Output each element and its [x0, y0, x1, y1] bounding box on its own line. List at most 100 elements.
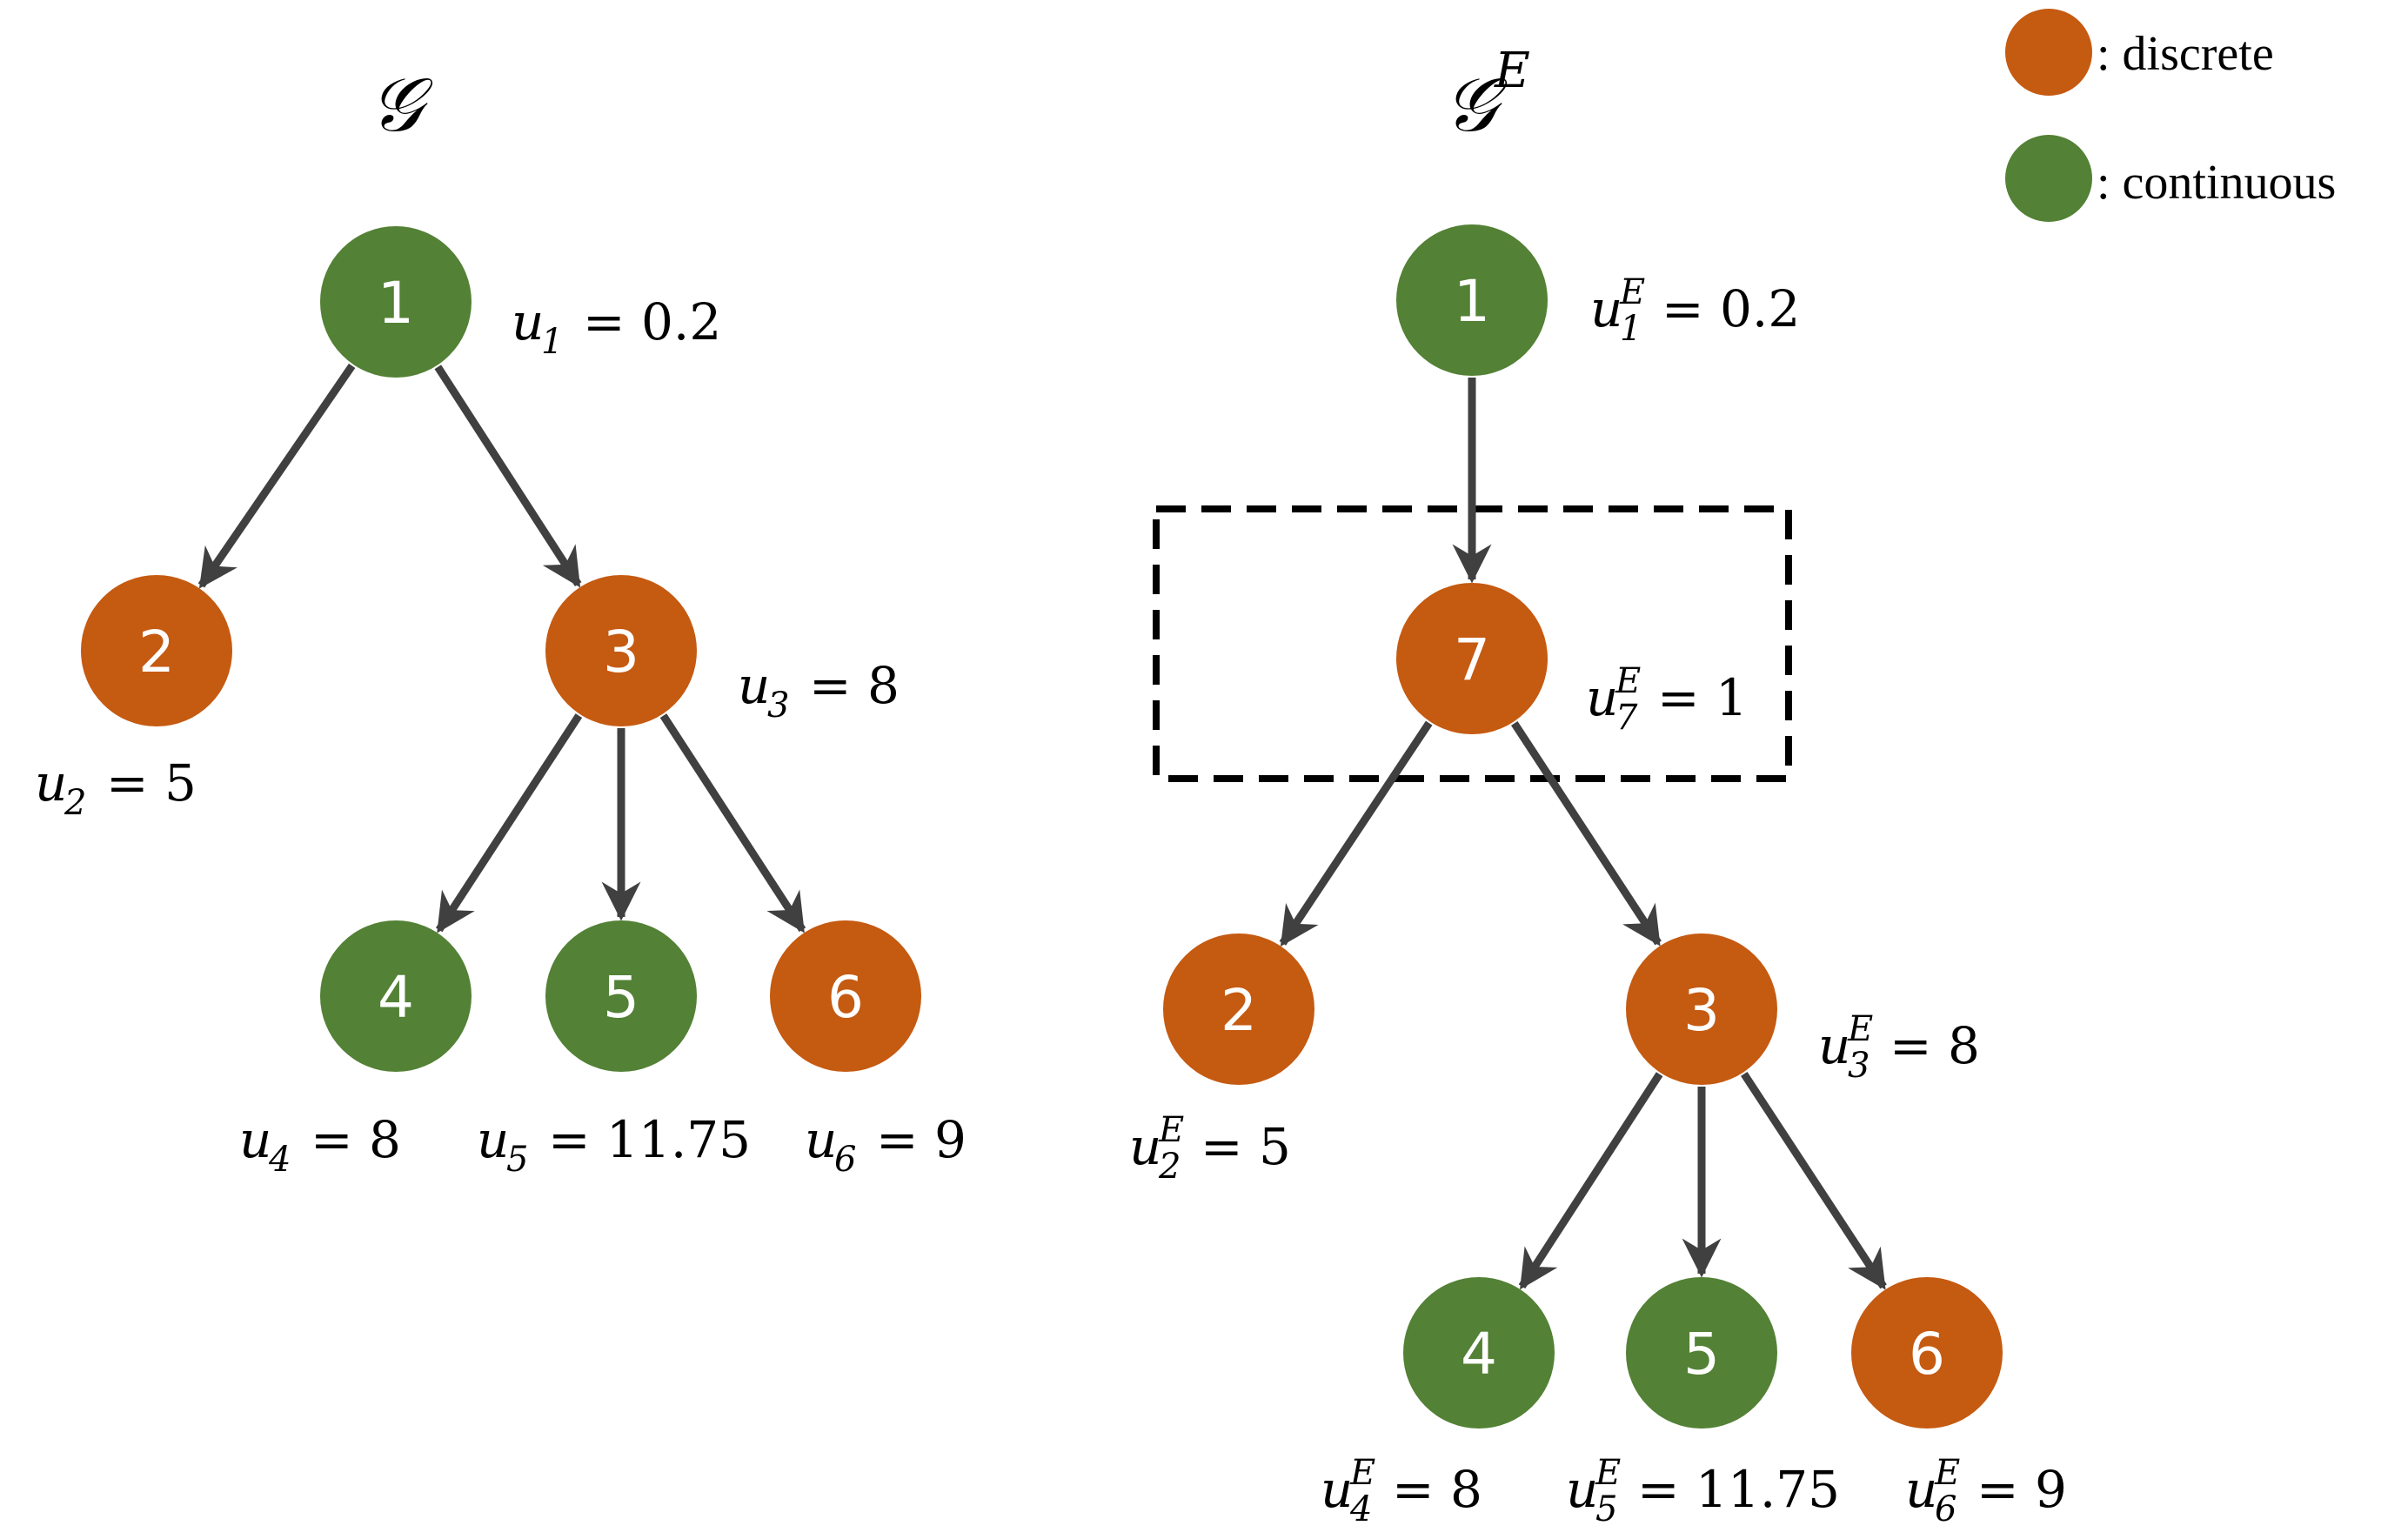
legend-discrete-label: : discrete — [2097, 27, 2274, 81]
legend-continuous-swatch — [2005, 135, 2092, 222]
right-node-1-circle — [1396, 224, 1548, 376]
left-node-3-value-label: u3 = 8 — [738, 656, 900, 726]
variable-subscript: 2 — [64, 783, 86, 823]
right-node-6: 6 — [1851, 1277, 2003, 1429]
right-edge-7-to-2 — [1279, 720, 1433, 947]
right-node-4-circle — [1403, 1277, 1555, 1429]
left-node-4: 4 — [320, 920, 472, 1072]
right-node-2-value-label: u2E= 5 — [1129, 1110, 1291, 1187]
left-node-6-circle — [770, 920, 921, 1072]
left-edge-1-to-3 — [434, 365, 582, 588]
variable-value: = 9 — [1977, 1460, 2067, 1519]
right-node-5: 5 — [1626, 1277, 1777, 1429]
variable-superscript: E — [1847, 1009, 1873, 1049]
right-node-7-value-label: u7E= 1 — [1586, 661, 1748, 738]
right-node-1-id: 1 — [1454, 268, 1490, 335]
variable-symbol: u — [738, 656, 770, 715]
right-node-4: 4 — [1403, 1277, 1555, 1429]
variable-superscript: E — [1349, 1453, 1375, 1493]
variable-value: = 11.75 — [548, 1110, 751, 1169]
variable-subscript: 1 — [1620, 309, 1642, 349]
left-node-3-id: 3 — [603, 619, 639, 686]
variable-value: = 11.75 — [1637, 1460, 1840, 1519]
variable-value: = 8 — [1890, 1016, 1980, 1075]
variable-superscript: E — [1595, 1453, 1621, 1493]
left-node-6: 6 — [770, 920, 921, 1072]
variable-subscript: 7 — [1615, 698, 1638, 738]
variable-value: = 1 — [1657, 668, 1748, 727]
variable-value: = 8 — [1392, 1460, 1482, 1519]
variable-subscript: 2 — [1158, 1147, 1181, 1187]
right-node-2-circle — [1163, 933, 1314, 1085]
variable-subscript: 3 — [767, 686, 789, 726]
left-edge-3-to-6 — [659, 713, 806, 933]
right-edge-3-to-6 — [1741, 1071, 1887, 1290]
right-node-7-id: 7 — [1454, 626, 1490, 693]
right-node-3: 3 — [1626, 933, 1777, 1085]
left-node-4-id: 4 — [378, 964, 414, 1031]
variable-subscript: 3 — [1848, 1046, 1870, 1086]
left-node-1: 1 — [320, 226, 472, 378]
left-node-4-circle — [320, 920, 472, 1072]
right-node-4-value-label: u4E = 8 — [1321, 1453, 1482, 1529]
variable-value: = 0.2 — [583, 292, 721, 351]
variable-subscript: 5 — [1595, 1489, 1617, 1529]
variable-symbol: u — [477, 1110, 509, 1169]
right-node-3-id: 3 — [1683, 977, 1720, 1044]
left-node-6-value-label: u6= 9 — [805, 1110, 967, 1180]
variable-symbol: u — [512, 292, 544, 351]
legend-continuous-label: : continuous — [2097, 156, 2336, 210]
right-node-7-circle — [1396, 583, 1548, 734]
variable-symbol: u — [239, 1110, 271, 1169]
variable-subscript: 4 — [1349, 1489, 1372, 1529]
variable-symbol: u — [1590, 279, 1622, 338]
variable-symbol: u — [1129, 1117, 1161, 1176]
variable-subscript: 6 — [834, 1140, 856, 1180]
right-node-1: 1 — [1396, 224, 1548, 376]
right-node-6-value-label: u6E = 9 — [1905, 1453, 2067, 1529]
right-edge-7-to-3 — [1511, 720, 1662, 947]
right-node-5-value-label: u5E= 11.75 — [1566, 1453, 1840, 1529]
right-node-3-value-label: u3E = 8 — [1818, 1009, 1980, 1086]
left-graph-title: 𝒢 — [369, 62, 433, 149]
right-graph-title-superscript: E — [1494, 43, 1530, 99]
variable-symbol: u — [35, 753, 67, 813]
left-node-1-id: 1 — [378, 270, 414, 337]
variable-symbol: u — [1905, 1460, 1937, 1519]
variable-value: = 0.2 — [1662, 279, 1800, 338]
left-node-4-value-label: u4= 8 — [239, 1110, 401, 1180]
legend-discrete-swatch — [2005, 9, 2092, 96]
variable-superscript: E — [1934, 1453, 1960, 1493]
variable-subscript: 6 — [1935, 1489, 1956, 1529]
variable-symbol: u — [1818, 1016, 1850, 1075]
left-edge-1-to-2 — [197, 363, 356, 589]
variable-superscript: E — [1619, 272, 1645, 312]
left-node-2-value-label: u2 = 5 — [35, 753, 197, 823]
legend: : discrete : continuous — [2005, 9, 2336, 222]
variable-value: = 8 — [809, 656, 900, 715]
left-node-3: 3 — [545, 575, 697, 726]
variable-value: = 5 — [1201, 1117, 1291, 1176]
edges-layer — [197, 363, 1887, 1290]
right-node-4-id: 4 — [1461, 1321, 1497, 1388]
right-node-2-id: 2 — [1221, 977, 1257, 1044]
left-edge-3-to-4 — [435, 713, 583, 933]
right-node-3-circle — [1626, 933, 1777, 1085]
left-node-5: 5 — [545, 920, 697, 1072]
right-node-2: 2 — [1163, 933, 1314, 1085]
variable-symbol: u — [1321, 1460, 1353, 1519]
right-node-5-circle — [1626, 1277, 1777, 1429]
variable-subscript: 1 — [541, 322, 563, 362]
variable-value: = 8 — [311, 1110, 401, 1169]
left-node-1-circle — [320, 226, 472, 378]
right-node-1-value-label: u1E = 0.2 — [1590, 272, 1800, 349]
variable-subscript: 5 — [506, 1140, 528, 1180]
left-node-5-id: 5 — [603, 964, 639, 1031]
left-node-3-circle — [545, 575, 697, 726]
left-node-5-value-label: u5 = 11.75 — [477, 1110, 751, 1180]
right-node-6-circle — [1851, 1277, 2003, 1429]
variable-superscript: E — [1615, 661, 1641, 701]
variable-value: = 5 — [106, 753, 197, 813]
